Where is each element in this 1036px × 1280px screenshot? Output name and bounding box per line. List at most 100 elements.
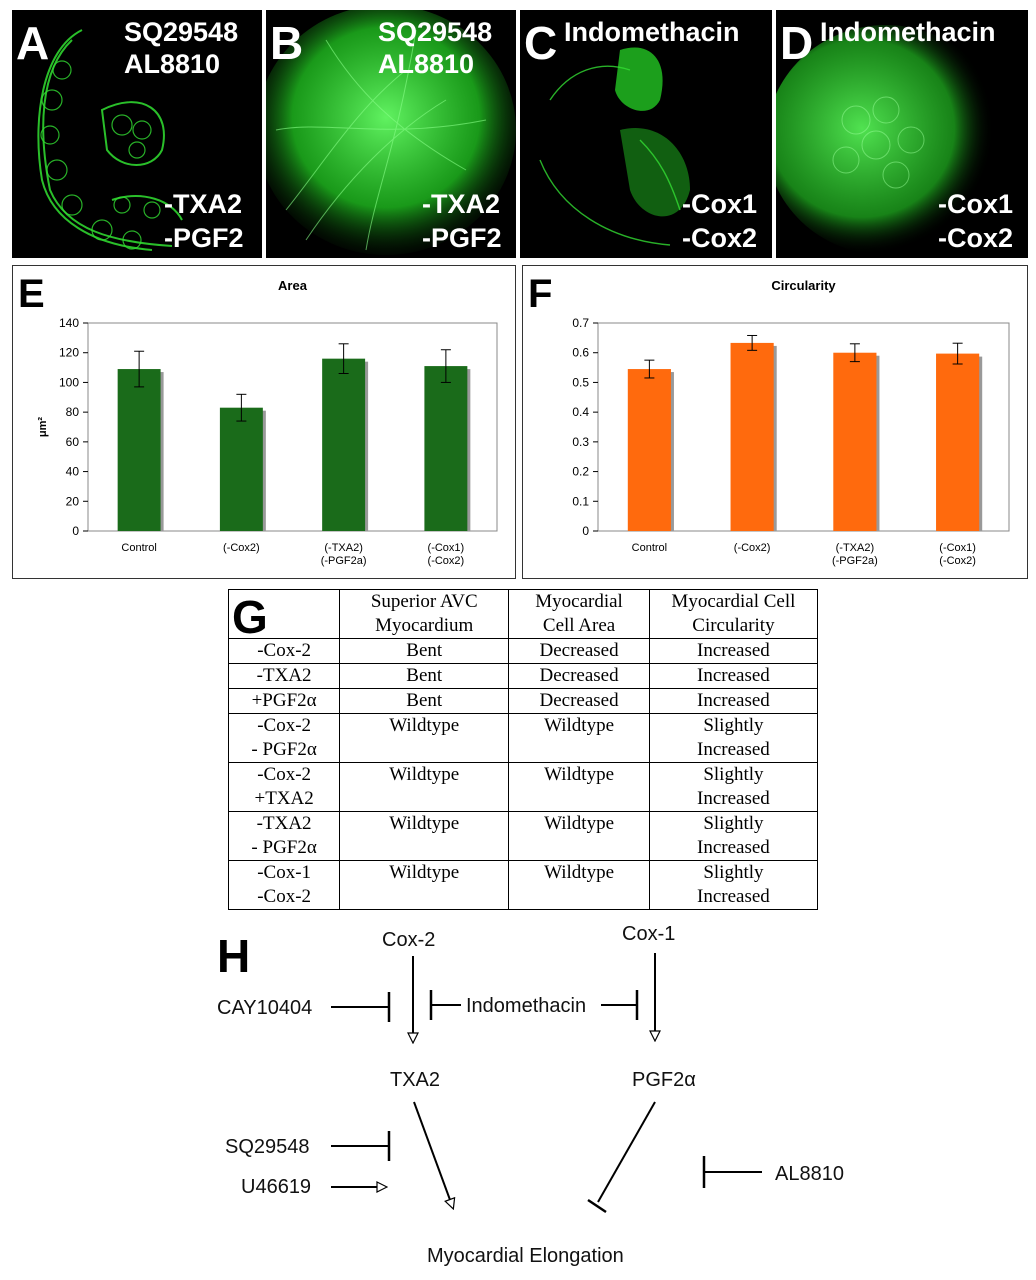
y-tick-label: 0.6 [572,346,589,360]
cox2-label: Cox-2 [382,929,435,951]
table-cell: Bent [339,688,510,714]
table-g-letter: G [232,591,268,643]
y-tick-label: 0.2 [572,465,589,479]
y-tick-label: 0 [72,524,79,538]
category-label: (-TXA2) [836,542,875,554]
table-cell: Wildtype [339,860,510,910]
category-label: Control [121,542,156,554]
bar [117,369,161,531]
y-tick-label: 140 [59,316,79,330]
micrograph-panel-b: B SQ29548 AL8810 -TXA2 -PGF2 [266,10,516,258]
y-tick-label: 0.7 [572,316,589,330]
panel-d-target-1: -Cox1 [938,189,1014,219]
table-cell: -Cox-2 +TXA2 [227,762,341,812]
table-cell: -Cox-2 [227,638,341,664]
indomethacin-label: Indomethacin [466,995,586,1017]
panel-c-letter: C [524,17,558,69]
y-tick-label: 120 [59,346,79,360]
micrograph-panel-a: A SQ29548 AL8810 -TXA2 -PGF2 [12,10,262,258]
table-cell: -Cox-1 -Cox-2 [227,860,341,910]
micrograph-d-image [776,25,1006,255]
table-cell: Wildtype [508,860,650,910]
y-tick-label: 0.3 [572,435,589,449]
panel-a-letter: A [16,17,50,69]
table-cell: Bent [339,663,510,689]
pgf2a-label: PGF2α [632,1069,696,1091]
pgf2a-inhibit-elongation-bar [587,1198,607,1214]
panel-b-drug-1: SQ29548 [378,17,493,47]
chart-title: Circularity [771,278,836,293]
bar [730,342,774,531]
sq29548-label: SQ29548 [225,1136,310,1158]
table-cell: Increased [648,688,819,714]
table-header-cell: Myocardial Cell Circularity [648,589,819,639]
table-cell: Slightly Increased [648,860,819,910]
y-tick-label: 20 [66,494,80,508]
area-bar-chart: Areaμm²020406080100120140Control(-Cox2)(… [37,278,498,567]
table-cell: Slightly Increased [648,811,819,861]
panel-b-target-1: -TXA2 [422,189,501,219]
y-tick-label: 80 [66,405,80,419]
panel-b-target-2: -PGF2 [422,223,502,253]
bar [627,369,671,531]
u46619-label: U46619 [241,1176,311,1198]
table-cell: Wildtype [339,762,510,812]
table-cell: -TXA2 - PGF2α [227,811,341,861]
category-label: (-Cox2) [734,542,771,554]
category-label: (-Cox1) [428,542,465,554]
cox1-label: Cox-1 [622,923,675,945]
myocardial-elongation-label: Myocardial Elongation [427,1245,624,1267]
chart-f-letter: F [528,272,553,316]
bar [833,352,877,531]
table-header-cell: Superior AVC Myocardium [339,589,510,639]
micrograph-panel-d: D Indomethacin -Cox1 -Cox2 [776,10,1028,258]
micrograph-b-image [266,10,516,255]
diagram-h-letter: H [217,930,250,982]
table-cell: -Cox-2 - PGF2α [227,713,341,763]
cay10404-label: CAY10404 [217,997,312,1019]
y-tick-label: 60 [66,435,80,449]
table-cell: Wildtype [508,713,650,763]
micrograph-c-image [539,47,690,246]
plot-area [87,322,498,532]
bar [219,407,263,531]
category-label: (-Cox2) [939,555,976,567]
table-cell: Wildtype [339,811,510,861]
txa2-to-elongation-arrow [413,1101,453,1208]
circularity-bar-chart: Circularity00.10.20.30.40.50.60.7Control… [572,278,1010,567]
panel-d-letter: D [780,17,814,69]
panel-a-drug-1: SQ29548 [124,17,239,47]
panel-a-target-2: -PGF2 [164,223,244,253]
y-tick-label: 40 [66,465,80,479]
panel-c-target-1: -Cox1 [682,189,758,219]
chart-title: Area [278,278,308,293]
y-tick-label: 100 [59,375,79,389]
table-cell: Decreased [508,663,650,689]
panel-d-target-2: -Cox2 [938,223,1014,253]
table-cell: Bent [339,638,510,664]
al8810-label: AL8810 [775,1163,844,1185]
bar [936,353,980,531]
bar [424,366,468,531]
panel-b-letter: B [270,17,304,69]
category-label: (-Cox2) [223,542,260,554]
micrograph-panel-c: C Indomethacin -Cox1 -Cox2 [520,10,772,258]
y-tick-label: 0 [582,524,589,538]
category-label: (-PGF2a) [321,555,367,567]
table-header-cell: Myocardial Cell Area [508,589,650,639]
panel-c-target-2: -Cox2 [682,223,758,253]
table-cell: Increased [648,663,819,689]
category-label: (-Cox1) [939,542,976,554]
panel-a-drug-2: AL8810 [124,49,221,79]
txa2-label: TXA2 [390,1069,440,1091]
